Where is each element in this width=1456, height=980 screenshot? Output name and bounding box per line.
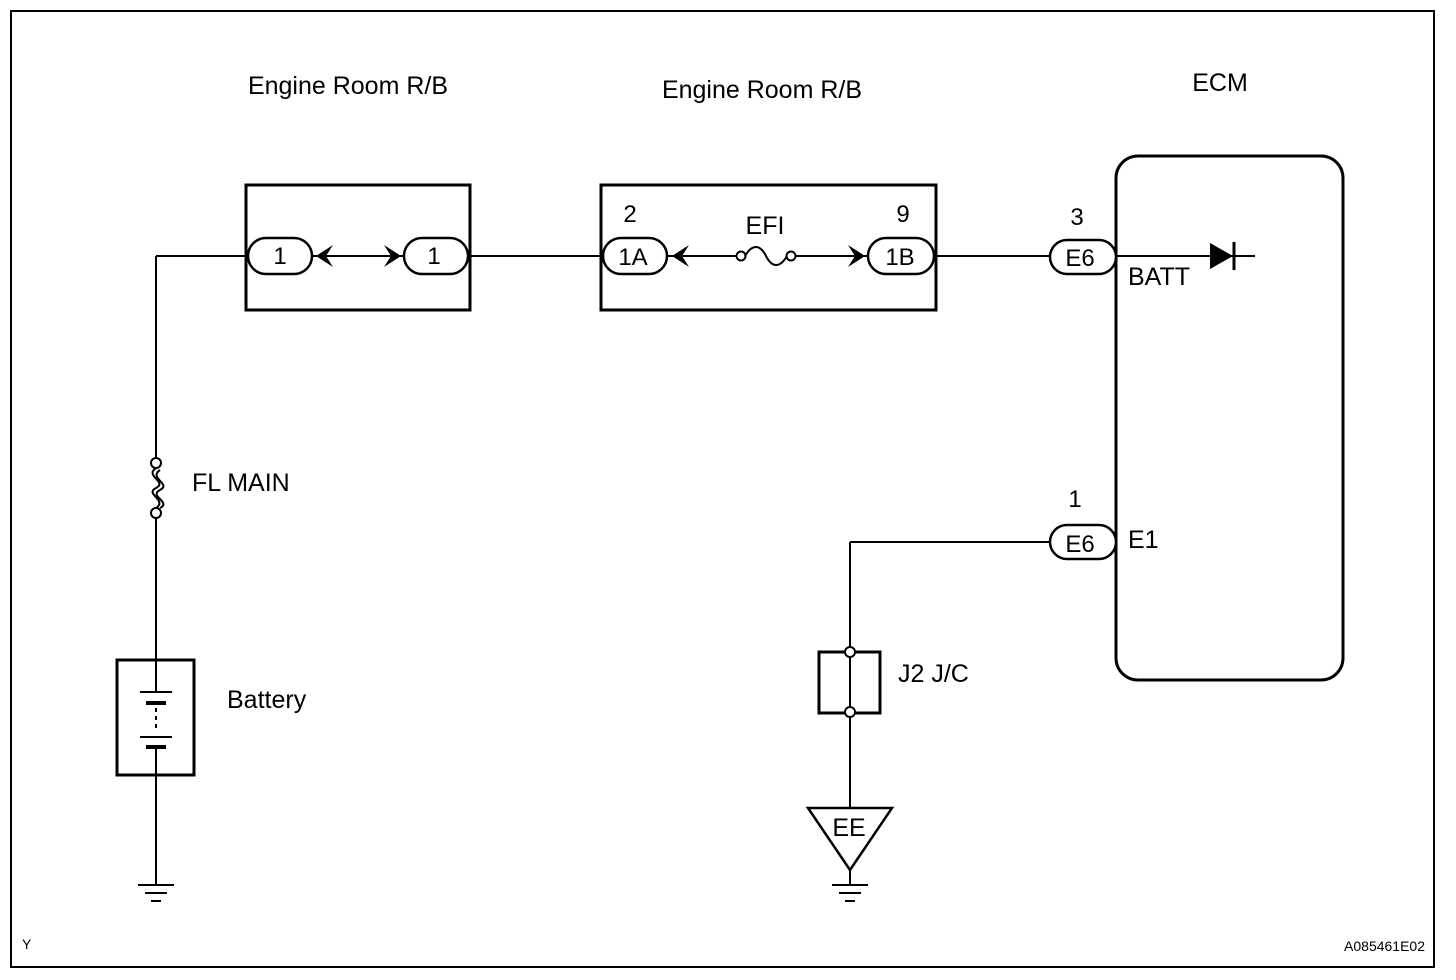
relay-right-pin-b-number: 9 [896, 201, 909, 228]
ground-icon-ecm [832, 884, 868, 902]
ground-point-triangle [805, 806, 895, 873]
ecm-title: ECM [1192, 69, 1248, 97]
diagram-frame [10, 10, 1435, 968]
ecm-e1-terminal: E1 [1128, 526, 1159, 554]
figure-id: A085461E02 [1344, 938, 1425, 954]
relay-right-pin-b: 1B [885, 244, 914, 271]
ecm-batt-pin-number: 3 [1070, 204, 1083, 231]
ecm-e1-connector: E6 [1065, 531, 1094, 558]
relay-right-pin-a-number: 2 [623, 201, 636, 228]
relay-left-pin-left: 1 [273, 243, 286, 270]
fl-main-terminal-bottom [150, 507, 162, 519]
ground-icon-battery [138, 884, 174, 902]
fl-main-fusible-link-outline [155, 469, 165, 509]
junction-label: J2 J/C [898, 660, 969, 688]
relay-block-right-title: Engine Room R/B [662, 76, 862, 104]
relay-right-pin-a: 1A [618, 244, 647, 271]
relay-left-pin-right: 1 [427, 243, 440, 270]
relay-left-arrow-left [316, 245, 333, 267]
efi-fuse-terminal-right [785, 250, 797, 262]
relay-left-pin-right-connector [402, 236, 470, 276]
junction-terminal-bottom [844, 706, 856, 718]
efi-fuse-label: EFI [746, 212, 785, 240]
ecm-batt-terminal: BATT [1128, 263, 1190, 291]
junction-terminal-top [844, 646, 856, 658]
footer-left-code: Y [22, 936, 32, 952]
relay-block-right [599, 183, 938, 312]
fl-main-terminal-top [150, 457, 162, 469]
relay-left-arrow-right [384, 245, 401, 267]
battery-label: Battery [227, 686, 307, 714]
relay-block-left-title: Engine Room R/B [248, 72, 448, 100]
ecm-e1-pin-number: 1 [1068, 486, 1081, 513]
ground-point-label: EE [832, 814, 865, 842]
relay-right-arrow-a [672, 245, 689, 267]
ecm-box [1114, 154, 1345, 682]
relay-right-arrow-b [848, 245, 865, 267]
efi-fuse-terminal-left [735, 250, 747, 262]
ecm-diode-icon [1210, 243, 1233, 269]
relay-block-left [244, 183, 472, 312]
fl-main-label: FL MAIN [192, 469, 290, 497]
relay-right-pin-b-connector [866, 236, 936, 276]
ecm-batt-connector: E6 [1065, 245, 1094, 272]
efi-fuse-icon [744, 246, 788, 266]
fl-main-fusible-link-icon [151, 467, 161, 509]
